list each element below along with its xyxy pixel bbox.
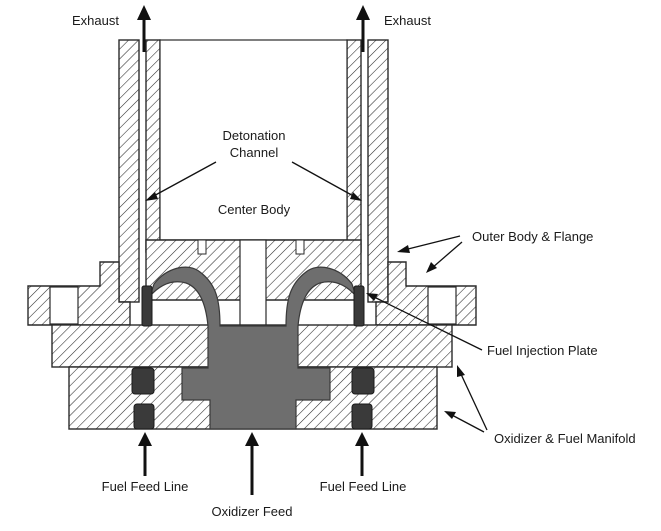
fuel-feed-right-2 bbox=[351, 403, 373, 430]
manifold-leader-2 bbox=[444, 411, 485, 433]
center-body-right-wall bbox=[346, 39, 362, 253]
fuel-feed-left-1 bbox=[131, 367, 155, 395]
flange-right bbox=[375, 261, 477, 326]
label-fuel-feed-right: Fuel Feed Line bbox=[320, 479, 407, 494]
detonation-channel-leader-left bbox=[145, 161, 217, 201]
exhaust-arrow-right bbox=[356, 5, 370, 52]
label-exhaust-right: Exhaust bbox=[384, 13, 431, 28]
fuel-seal-left-upper bbox=[141, 285, 153, 327]
flange-left-bolt-hole bbox=[49, 286, 79, 325]
label-outer-body-flange: Outer Body & Flange bbox=[472, 229, 593, 244]
fuel-feed-left-2 bbox=[133, 403, 155, 430]
outer-body-right-wall bbox=[367, 39, 389, 303]
flange-left bbox=[27, 261, 131, 326]
center-body-slot-left bbox=[197, 239, 207, 255]
center-body-interior bbox=[159, 39, 348, 241]
manifold-leader-1 bbox=[457, 365, 488, 431]
label-fuel-feed-left: Fuel Feed Line bbox=[102, 479, 189, 494]
flange-right-bolt-hole bbox=[427, 286, 457, 325]
exhaust-arrow-left bbox=[137, 5, 151, 52]
center-body-left-wall bbox=[145, 39, 161, 253]
label-fuel-injection-plate: Fuel Injection Plate bbox=[487, 343, 598, 358]
center-body-slot-right bbox=[295, 239, 305, 255]
label-center-body: Center Body bbox=[218, 202, 291, 217]
fuel-feed-arrow-left bbox=[138, 432, 152, 476]
outer-body-leader-1 bbox=[397, 235, 461, 253]
label-oxidizer-feed: Oxidizer Feed bbox=[212, 504, 293, 519]
fuel-feed-arrow-right bbox=[355, 432, 369, 476]
fuel-feed-right-1 bbox=[351, 367, 375, 395]
label-exhaust-left: Exhaust bbox=[72, 13, 119, 28]
oxidizer-passage bbox=[149, 266, 357, 430]
label-detonation-line2: Channel bbox=[230, 145, 279, 160]
oxidizer-feed-arrow bbox=[245, 432, 259, 495]
fuel-injection-plate-leader bbox=[366, 293, 483, 351]
detonation-channel-leader-right bbox=[291, 161, 362, 201]
outer-body-left-wall bbox=[118, 39, 140, 303]
label-oxidizer-fuel-manifold: Oxidizer & Fuel Manifold bbox=[494, 431, 636, 446]
outer-body-leader-2 bbox=[426, 241, 463, 273]
label-detonation-line1: Detonation bbox=[223, 128, 286, 143]
fuel-seal-right-upper bbox=[353, 285, 365, 327]
